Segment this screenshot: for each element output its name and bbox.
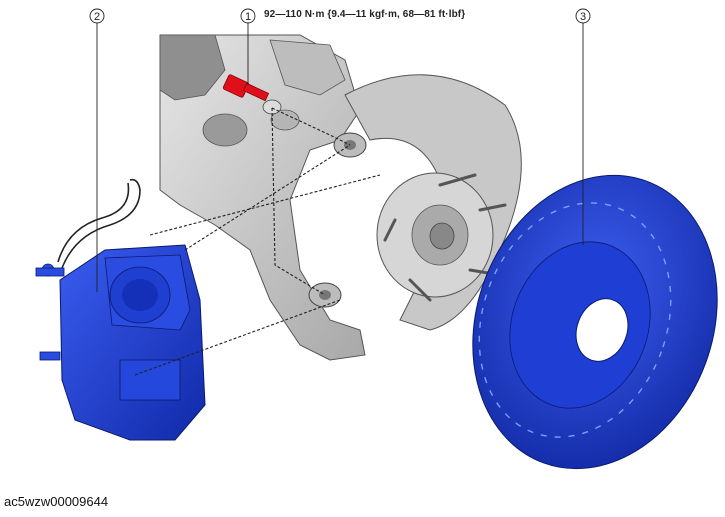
wheel-hub xyxy=(376,172,507,302)
callout-3-number: 3 xyxy=(580,11,586,23)
brake-caliper xyxy=(35,244,206,441)
image-code: ac5wzw00009644 xyxy=(4,494,109,509)
bolt-washer xyxy=(262,99,282,115)
caliper-mounting-bolt xyxy=(222,74,270,102)
callout-1: 1 xyxy=(240,8,256,85)
callout-2-number: 2 xyxy=(94,11,100,23)
assembly-guide-lines xyxy=(134,107,381,376)
torque-spec-label: 92—110 N·m {9.4—11 kgf·m, 68—81 ft·lbf} xyxy=(264,9,466,20)
callout-1-number: 1 xyxy=(245,11,251,23)
brake-hose xyxy=(57,178,141,269)
callout-3: 3 xyxy=(575,8,591,245)
brake-disc xyxy=(472,174,718,470)
steering-knuckle xyxy=(159,34,366,361)
callout-2: 2 xyxy=(89,8,105,292)
